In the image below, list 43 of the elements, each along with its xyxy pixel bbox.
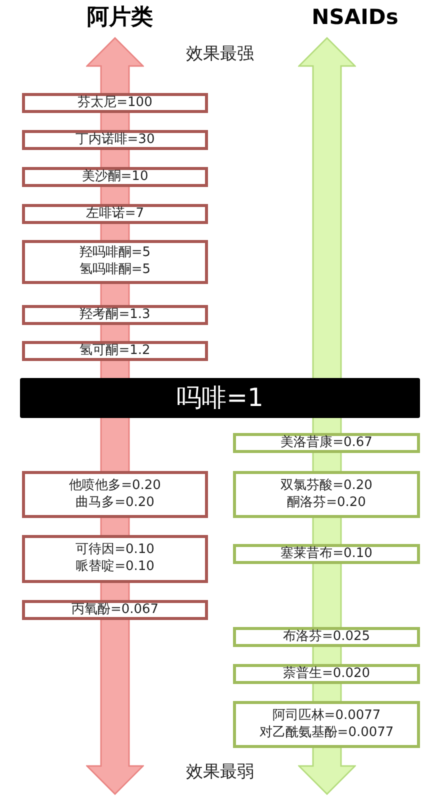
column-heading: 阿片类 (86, 4, 154, 32)
potency-text: 双氯芬酸=0.20 (280, 478, 372, 494)
potency-text: 可待因=0.10 (76, 542, 154, 559)
potency-text: 氢吗啡酮=5 (79, 262, 151, 279)
potency-text: 氢可酮=1.2 (80, 342, 150, 360)
column-heading: NSAIDs (310, 4, 400, 30)
potency-box (22, 535, 208, 583)
potency-text: 布洛芬=0.025 (282, 628, 370, 646)
potency-text: 芬太尼=100 (78, 94, 152, 112)
potency-text: 他喷他多=0.20 (69, 478, 161, 494)
potency-text: 羟吗啡酮=5 (79, 245, 151, 262)
potency-box (233, 471, 420, 518)
potency-box (22, 167, 208, 187)
potency-text: 酮洛芬=0.20 (287, 494, 366, 512)
potency-box (233, 627, 420, 647)
potency-box (233, 433, 420, 453)
potency-text: 萘普生=0.020 (282, 666, 370, 682)
potency-text: 美沙酮=10 (82, 168, 148, 186)
potency-box (22, 240, 208, 284)
potency-box (22, 600, 208, 620)
potency-text: 丁内诺啡=30 (75, 132, 155, 148)
potency-text: 曲马多=0.20 (76, 494, 154, 512)
potency-text: 羟考酮=1.3 (80, 306, 150, 324)
potency-box (233, 544, 420, 564)
potency-box (22, 93, 208, 113)
potency-box (22, 341, 208, 361)
potency-box (22, 130, 208, 150)
potency-box (233, 701, 420, 748)
scale-label: 效果最弱 (185, 762, 255, 784)
reference-text: 吗啡=1 (176, 382, 264, 414)
potency-box (22, 305, 208, 325)
scale-label: 效果最强 (185, 44, 255, 66)
potency-text: 对乙酰氨基酚=0.0077 (259, 724, 394, 742)
potency-box (22, 471, 208, 518)
potency-text: 美洛昔康=0.67 (280, 434, 372, 452)
potency-text: 阿司匹林=0.0077 (272, 708, 381, 724)
reference-band (20, 378, 420, 418)
potency-text: 塞莱昔布=0.10 (280, 546, 372, 562)
potency-text: 左啡诺=7 (86, 206, 144, 222)
potency-box (22, 204, 208, 224)
potency-text: 哌替啶=0.10 (76, 559, 154, 576)
potency-text: 丙氧酚=0.067 (71, 602, 159, 618)
potency-box (233, 664, 420, 684)
